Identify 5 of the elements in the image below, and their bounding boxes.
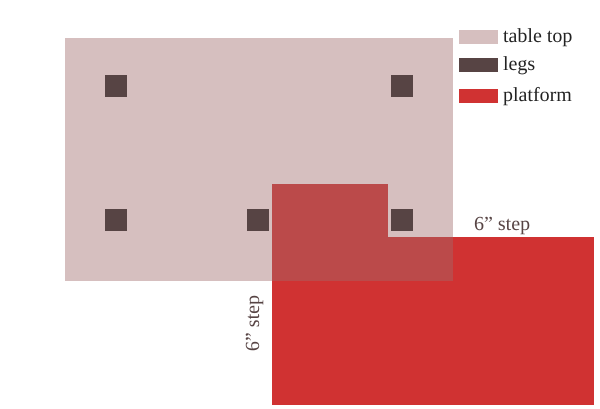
legend-label: platform (503, 85, 572, 105)
legend-label: table top (503, 26, 572, 46)
step-label: 6” step (243, 295, 263, 352)
legend-label: legs (503, 54, 536, 74)
step-label: 6” step (474, 214, 530, 234)
